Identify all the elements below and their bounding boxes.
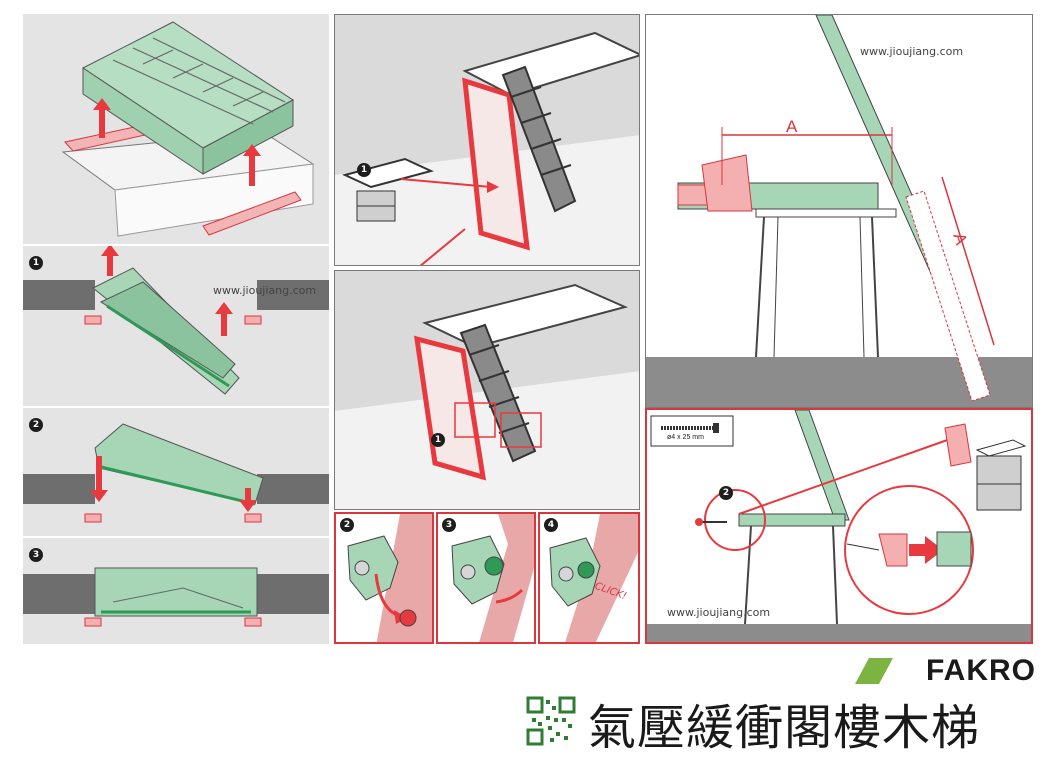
panel-remove-lining: 1 (334, 14, 640, 266)
lower-box-illustration (23, 423, 329, 523)
panel-clip-step-2: 2 (334, 512, 434, 644)
panel-step-3-seated: 3 (23, 538, 329, 644)
brand-name: FAKRO (926, 654, 1036, 687)
watermark: www.jioujiang.com (213, 284, 317, 297)
step-number-4: 4 (544, 518, 558, 532)
step-number-2: 2 (29, 418, 43, 432)
panel-clip-step-4: 4 CLICK! (538, 512, 640, 644)
dimension-a-top: A (786, 117, 798, 136)
panel-screw-detail: ø4 x 25 mm 2 www.jioujiang.com (645, 408, 1033, 644)
clip-detail-4 (549, 514, 638, 642)
refit-lining-illustration (335, 271, 639, 509)
clip-detail-3 (451, 514, 534, 642)
tilt-insert-illustration (23, 246, 329, 395)
remove-lining-illustration (335, 15, 639, 265)
step-number-1: 1 (29, 256, 43, 270)
panel-hatch-box (23, 14, 329, 244)
step-number-2: 2 (719, 486, 733, 500)
panel-refit-lining: 1 (334, 270, 640, 510)
panel-step-1-tilt: 1 www.jioujiang.com (23, 246, 329, 406)
step-number-3: 3 (442, 518, 456, 532)
clip-detail-2 (347, 514, 432, 642)
watermark: www.jioujiang.com (667, 606, 771, 619)
measure-length-illustration (646, 15, 1032, 407)
panel-step-2-lower: 2 (23, 408, 329, 536)
screw-spec-label: ø4 x 25 mm (667, 434, 704, 441)
product-title: 氣壓緩衝閣樓木梯 (588, 700, 981, 756)
fakro-logo-mark (855, 658, 893, 684)
step-number-1: 1 (357, 163, 371, 177)
screw-detail-illustration (647, 410, 1031, 642)
step-number-1: 1 (431, 433, 445, 447)
step-number-2: 2 (340, 518, 354, 532)
watermark: www.jioujiang.com (860, 45, 964, 58)
panel-clip-step-3: 3 (436, 512, 536, 644)
hatch-box-illustration (61, 21, 315, 237)
step-number-3: 3 (29, 548, 43, 562)
panel-measure-length: www.jioujiang.com A A (645, 14, 1033, 408)
seated-box-illustration (23, 567, 329, 627)
qr-code-icon (526, 696, 576, 746)
